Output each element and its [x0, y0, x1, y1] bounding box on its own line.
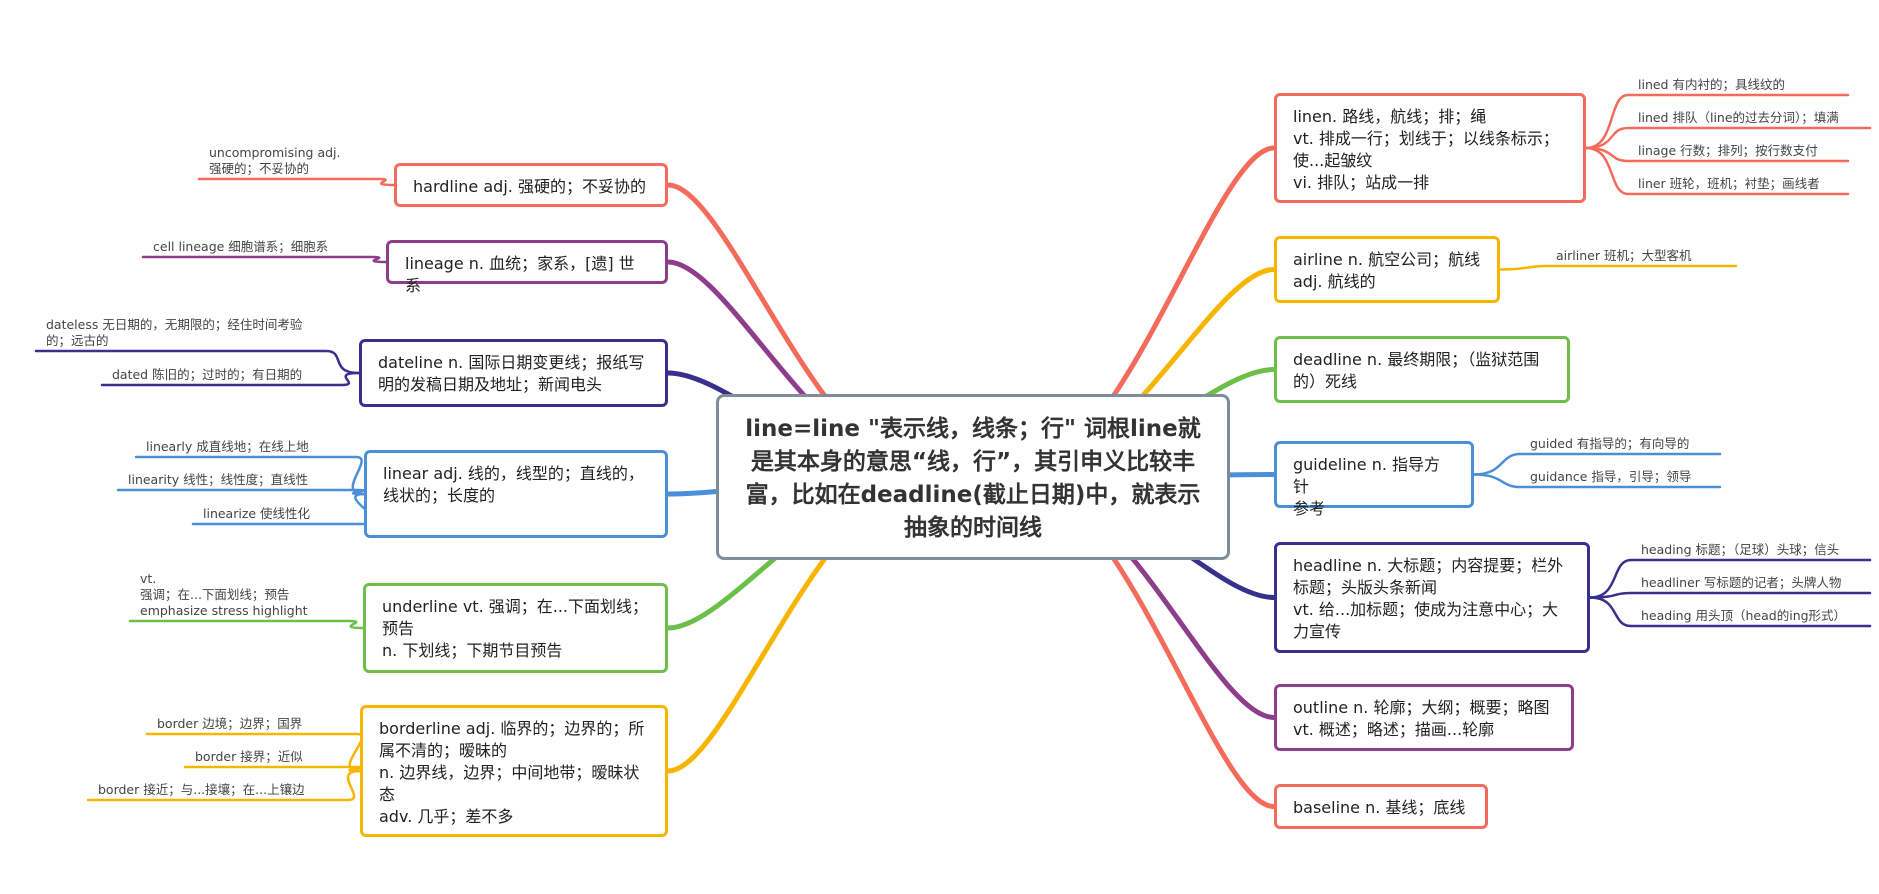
leaf-border-2[interactable]: border 接界；近似: [195, 749, 303, 764]
topic-guideline[interactable]: guideline n. 指导方针 参考: [1274, 441, 1474, 518]
leaf-line-L1-0: [141, 255, 388, 264]
leaf-line-R0-0: [1584, 93, 1850, 150]
topic-underline[interactable]: underline vt. 强调；在...下面划线；预告 n. 下划线；下期节目…: [363, 583, 668, 673]
central-topic[interactable]: line=line "表示线，线条；行" 词根line就是其本身的意思“线，行”…: [716, 394, 1230, 560]
leaf-underline-synonyms[interactable]: vt. 强调；在...下面划线；预告 emphasize stress high…: [140, 571, 308, 618]
leaf-linearity[interactable]: linearity 线性；线性度；直线性: [128, 472, 309, 487]
leaf-guidance[interactable]: guidance 指导，引导；领导: [1530, 469, 1692, 484]
leaf-line-R3-1: [1472, 473, 1722, 489]
leaf-line-L3-1: [116, 488, 366, 496]
topic-dateline[interactable]: dateline n. 国际日期变更线；报纸写明的发稿日期及地址；新闻电头: [359, 339, 668, 407]
leaf-uncompromising[interactable]: uncompromising adj. 强硬的；不妥协的: [209, 145, 341, 176]
topic-deadline[interactable]: deadline n. 最终期限；（监狱范围的）死线: [1274, 336, 1570, 403]
leaf-line-R4-1: [1588, 591, 1872, 599]
leaf-line-R4-0: [1588, 558, 1872, 599]
leaf-line-L4-0: [128, 619, 365, 630]
topic-headline[interactable]: headline n. 大标题；内容提要；栏外标题；头版头条新闻 vt. 给..…: [1274, 542, 1590, 653]
topic-airline[interactable]: airline n. 航空公司；航线 adj. 航线的: [1274, 236, 1500, 303]
leaf-linage[interactable]: linage 行数；排列；按行数支付: [1638, 143, 1818, 158]
leaf-line-R1-0: [1498, 264, 1738, 271]
leaf-line-R0-3: [1584, 146, 1850, 196]
topic-linear[interactable]: linear adj. 线的，线型的；直线的，线状的；长度的: [364, 450, 668, 538]
leaf-border-1[interactable]: border 边境；边界；国界: [157, 716, 303, 731]
leaf-liner[interactable]: liner 班轮，班机；衬垫；画线者: [1638, 176, 1820, 191]
leaf-line-L5-1: [183, 765, 362, 773]
topic-lineage[interactable]: lineage n. 血统；家系，[遗] 世系: [386, 240, 668, 295]
leaf-lined-1[interactable]: lined 有内衬的；具线纹的: [1638, 77, 1785, 92]
topic-outline[interactable]: outline n. 轮廓；大纲；概要；略图 vt. 概述；略述；描画...轮廓: [1274, 684, 1574, 751]
leaf-guided[interactable]: guided 有指导的；有向导的: [1530, 436, 1690, 451]
leaf-line-L0-0: [197, 177, 396, 187]
leaf-dated[interactable]: dated 陈旧的；过时的；有日期的: [112, 367, 303, 382]
leaf-airliner[interactable]: airliner 班机；大型客机: [1556, 248, 1692, 263]
leaf-cell-lineage[interactable]: cell lineage 细胞谱系；细胞系: [153, 239, 329, 254]
leaf-lined-2[interactable]: lined 排队（line的过去分词）；填满: [1638, 110, 1839, 125]
leaf-linearly[interactable]: linearly 成直线地；在线上地: [146, 439, 309, 454]
leaf-border-3[interactable]: border 接近；与...接壤；在...上镶边: [98, 782, 305, 797]
leaf-line-L2-1: [100, 371, 361, 387]
leaf-heading-1[interactable]: heading 标题；（足球）头球；信头: [1641, 542, 1840, 557]
leaf-dateless[interactable]: dateless 无日期的，无期限的；经住时间考验的；远古的: [46, 317, 303, 348]
leaf-line-L2-0: [34, 349, 361, 375]
topic-linen[interactable]: linen. 路线，航线；排；绳 vt. 排成一行；划线于；以线条标示；使...…: [1274, 93, 1586, 203]
leaf-heading-2[interactable]: heading 用头顶（head的ing形式）: [1641, 608, 1847, 623]
topic-baseline[interactable]: baseline n. 基线；底线: [1274, 784, 1488, 829]
leaf-linearize[interactable]: linearize 使线性化: [203, 506, 311, 521]
leaf-headliner[interactable]: headliner 写标题的记者；头牌人物: [1641, 575, 1842, 590]
leaf-line-L5-2: [86, 769, 362, 802]
leaf-line-R4-2: [1588, 596, 1872, 628]
topic-borderline[interactable]: borderline adj. 临界的；边界的；所属不清的；暧昧的 n. 边界线…: [360, 705, 668, 837]
topic-hardline[interactable]: hardline adj. 强硬的；不妥协的: [394, 163, 668, 207]
